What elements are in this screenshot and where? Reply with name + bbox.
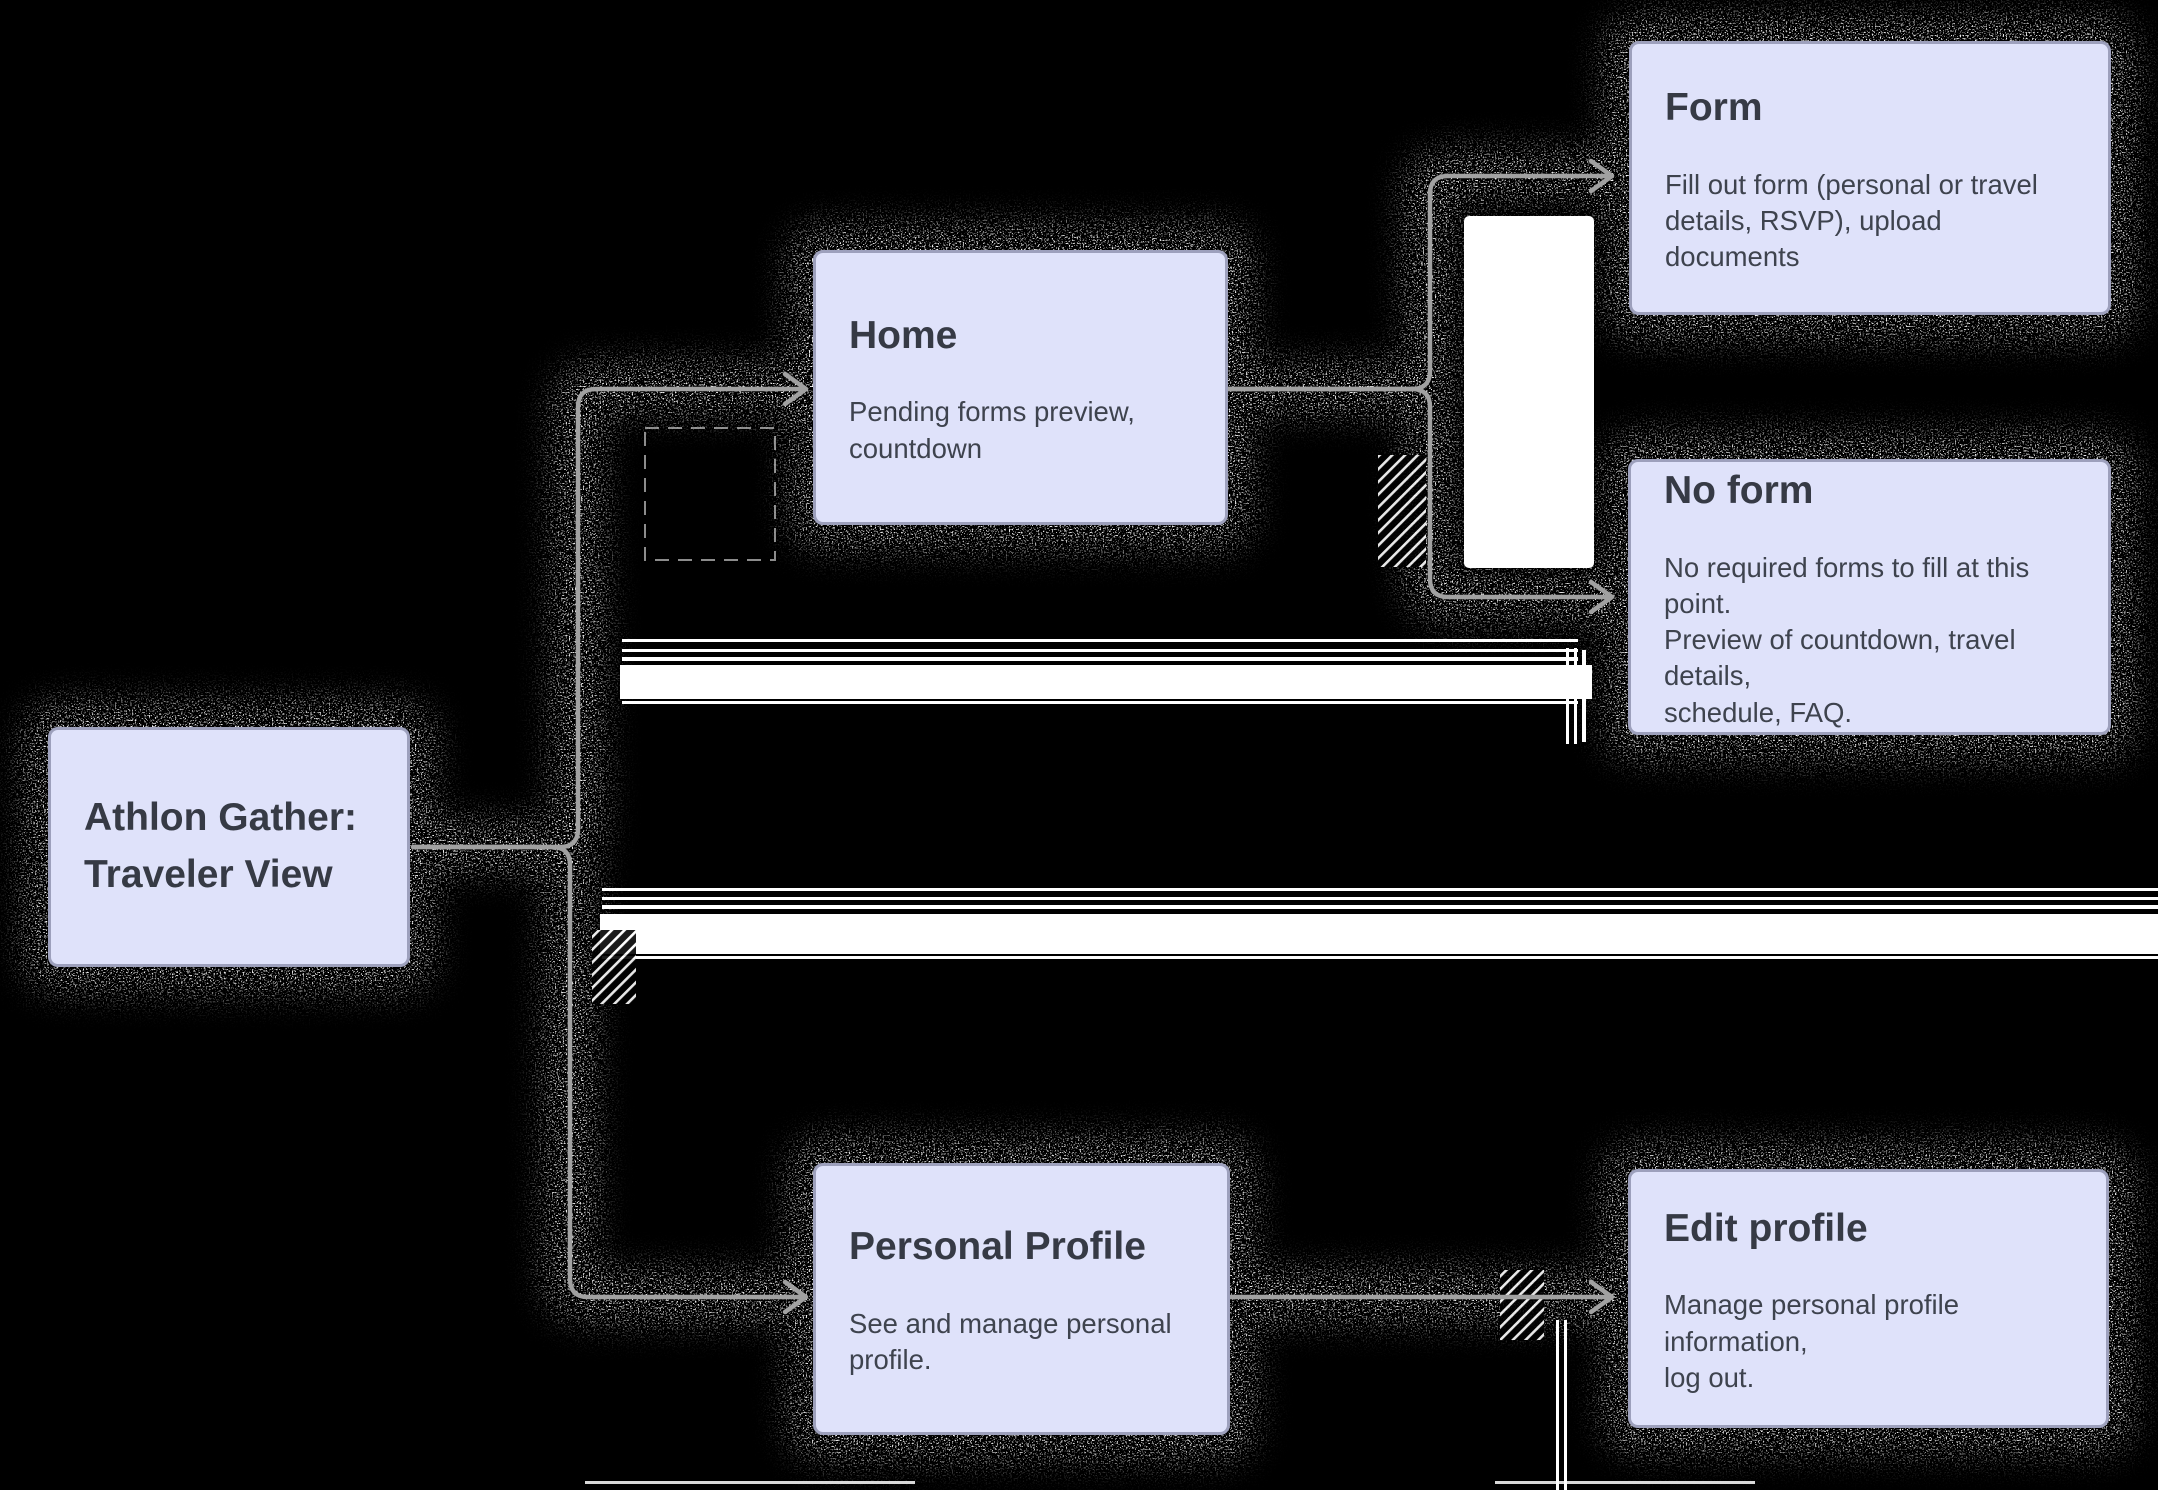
- node-edit-profile-body: Manage personal profile information, log…: [1664, 1289, 1960, 1393]
- node-home-body: Pending forms preview, countdown: [849, 396, 1135, 464]
- node-no-form[interactable]: No form No required forms to fill at thi…: [1628, 459, 2111, 735]
- node-form-title: Form: [1665, 86, 1763, 130]
- arrowhead-home-form: [1588, 158, 1615, 194]
- node-no-form-title: No form: [1664, 468, 1814, 512]
- node-root[interactable]: Athlon Gather: Traveler View: [48, 727, 410, 967]
- arrowhead-home-no-form: [1588, 579, 1615, 615]
- node-form-body: Fill out form (personal or travel detail…: [1665, 168, 2038, 273]
- node-form[interactable]: Form Fill out form (personal or travel d…: [1629, 41, 2111, 315]
- edge-layer: [410, 158, 1615, 1315]
- white-patch: [1464, 216, 1594, 568]
- dither-artifact-layer: [585, 216, 2158, 1490]
- node-personal-profile-body: See and manage personal profile.: [849, 1307, 1172, 1376]
- arrowhead-root-personal-profile: [782, 1279, 809, 1315]
- edge-root-home: [410, 386, 803, 850]
- node-personal-profile-title: Personal Profile: [849, 1225, 1146, 1269]
- node-personal-profile[interactable]: Personal Profile See and manage personal…: [813, 1163, 1230, 1435]
- edge-root-personal-profile: [410, 844, 803, 1300]
- node-edit-profile-title: Edit profile: [1664, 1206, 1868, 1250]
- arrowhead-root-home: [782, 371, 809, 407]
- edge-home-no-form: [1225, 386, 1609, 600]
- node-edit-profile[interactable]: Edit profile Manage personal profile inf…: [1628, 1169, 2109, 1428]
- node-home[interactable]: Home Pending forms preview, countdown: [813, 250, 1228, 525]
- arrowhead-personal-profile-edit-profile: [1588, 1279, 1615, 1315]
- node-no-form-body: No required forms to fill at this point.…: [1664, 551, 2030, 728]
- node-home-title: Home: [849, 313, 958, 357]
- node-root-title: Athlon Gather: Traveler View: [84, 796, 357, 896]
